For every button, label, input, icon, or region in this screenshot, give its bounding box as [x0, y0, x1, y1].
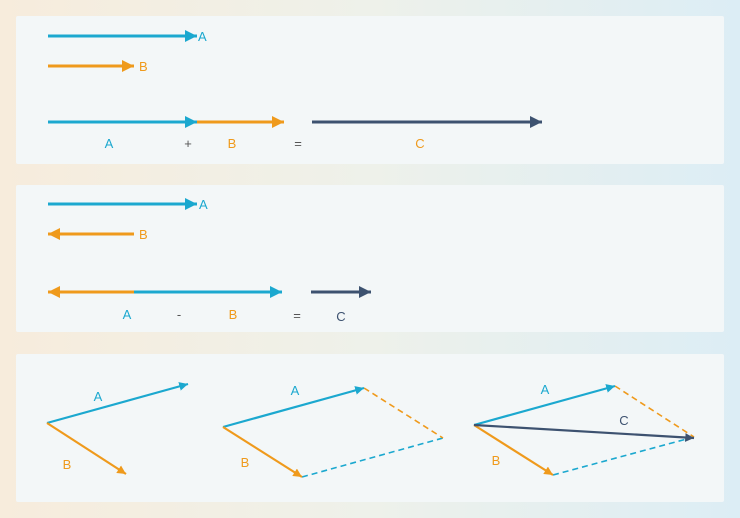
- dashed-b-copy: [614, 385, 695, 438]
- equals-sign: =: [294, 136, 302, 151]
- addition-group: A B A + B = C: [48, 29, 542, 151]
- equation-a-label: A: [105, 136, 114, 151]
- addition-panel: [16, 16, 724, 164]
- subtraction-panel: [16, 185, 724, 332]
- vector-b-label: B: [63, 457, 72, 472]
- vector-b: [222, 426, 303, 478]
- equation-a-label: A: [123, 307, 132, 322]
- parallelogram-panel: [16, 354, 724, 502]
- top-vector-b-label: B: [139, 227, 148, 242]
- dashed-a-copy: [301, 437, 444, 478]
- equation-b-label: B: [229, 307, 238, 322]
- vector-a-label: A: [291, 383, 300, 398]
- parallelogram-step-1: A B: [46, 382, 189, 475]
- dashed-a-copy: [552, 436, 695, 476]
- equation-c-label: C: [415, 136, 424, 151]
- equals-sign: =: [293, 308, 301, 323]
- equation-c-label: C: [336, 309, 345, 324]
- equation-b-label: B: [228, 136, 237, 151]
- vector-a: [46, 382, 189, 425]
- minus-sign: -: [177, 307, 181, 322]
- vector-c-label: C: [619, 413, 628, 428]
- plus-sign: +: [184, 136, 192, 151]
- dashed-b-copy: [363, 387, 444, 439]
- vector-b-label: B: [492, 453, 501, 468]
- parallelogram-step-2: A B: [222, 383, 444, 478]
- top-vector-a-label: A: [198, 29, 207, 44]
- subtraction-group: A B A - B = C: [48, 197, 371, 324]
- vector-b: [46, 422, 127, 475]
- vector-a: [222, 386, 365, 429]
- vector-a-label: A: [541, 382, 550, 397]
- vector-a-label: A: [94, 389, 103, 404]
- vector-b: [473, 424, 554, 476]
- top-vector-a-label: A: [199, 197, 208, 212]
- top-vector-b-label: B: [139, 59, 148, 74]
- vector-a: [473, 384, 616, 427]
- parallelogram-step-3: A B C: [473, 382, 695, 476]
- vector-b-label: B: [241, 455, 250, 470]
- resultant-vector-c: [473, 423, 695, 442]
